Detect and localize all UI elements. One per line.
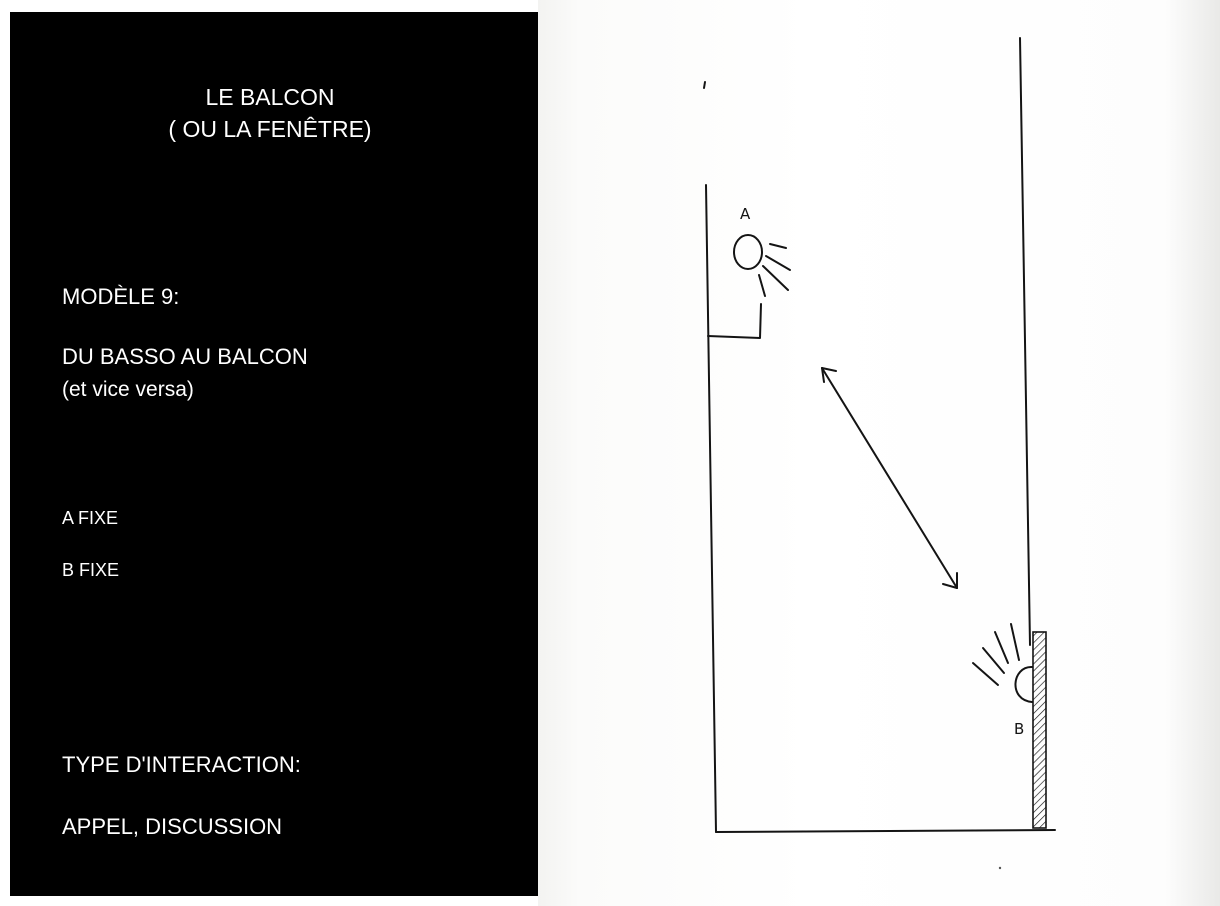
arrowhead-top [821,367,837,372]
communication-arrow-line [821,367,958,589]
pencil-mark [703,81,706,89]
arrowhead-bottom [942,583,958,589]
voice-line-b-4 [972,662,999,686]
hatched-wall [1032,631,1047,829]
person-a-label: A [740,205,751,223]
ground-line [715,829,1056,833]
voice-line-a-2 [765,255,791,271]
balcony-ledge [707,303,762,339]
person-b-status: B FIXE [62,560,120,580]
sketch-drawing: A B [703,37,1056,870]
arrowhead-top-2 [821,367,825,383]
voice-line-b-2 [994,631,1009,664]
person-a-status: A FIXE [62,508,119,528]
person-a-head [733,234,763,270]
left-wall-line [705,184,717,833]
voice-line-a-4 [758,274,766,297]
person-b-head [1014,665,1033,703]
model-label: MODÈLE 9: [62,284,180,309]
voice-line-b-1 [1010,623,1020,661]
interaction-type-label: TYPE D'INTERACTION: [62,752,301,777]
interaction-type-value: APPEL, DISCUSSION [62,814,283,839]
person-b-label: B [1014,720,1024,738]
voice-line-a-3 [762,265,789,291]
title-line-1: LE BALCON [205,84,335,110]
voice-line-a-1 [769,243,787,249]
paper-speck [998,866,1002,870]
sketch-panel: A B [538,0,1220,906]
voice-line-b-3 [982,647,1005,674]
model-name: DU BASSO AU BALCON [62,344,308,369]
model-subtitle: (et vice versa) [62,378,194,401]
right-wall-line [1019,37,1031,646]
text-panel: LE BALCON ( OU LA FENÊTRE) MODÈLE 9: DU … [10,12,538,896]
title-line-2: ( OU LA FENÊTRE) [168,116,372,142]
